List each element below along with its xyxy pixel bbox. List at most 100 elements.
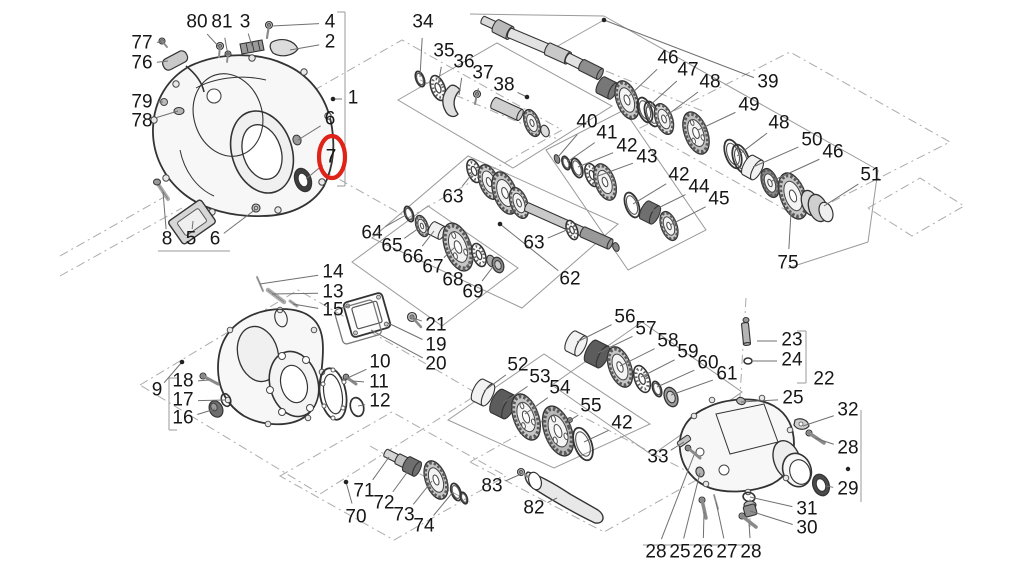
part-label-69[interactable]: 69 bbox=[462, 281, 484, 303]
part-label-73[interactable]: 73 bbox=[393, 504, 415, 526]
part-label-71[interactable]: 71 bbox=[353, 480, 375, 502]
part-label-36[interactable]: 36 bbox=[453, 51, 475, 73]
part-label-48[interactable]: 48 bbox=[768, 112, 790, 134]
part-label-13[interactable]: 13 bbox=[322, 281, 344, 303]
part-label-7[interactable]: 7 bbox=[325, 146, 337, 168]
part-label-50[interactable]: 50 bbox=[801, 129, 823, 151]
part-label-28[interactable]: 28 bbox=[645, 541, 667, 563]
part-label-74[interactable]: 74 bbox=[413, 515, 435, 537]
part-label-80[interactable]: 80 bbox=[186, 11, 208, 33]
part-label-1[interactable]: 1 bbox=[347, 87, 359, 109]
leader-line bbox=[259, 274, 319, 285]
part-label-34[interactable]: 34 bbox=[412, 11, 434, 33]
part-label-76[interactable]: 76 bbox=[131, 52, 153, 74]
part-label-28[interactable]: 28 bbox=[740, 541, 762, 563]
part-label-63[interactable]: 63 bbox=[523, 232, 545, 254]
part-label-66[interactable]: 66 bbox=[402, 246, 424, 268]
part-label-33[interactable]: 33 bbox=[647, 446, 669, 468]
leader-line bbox=[568, 414, 579, 422]
part-label-37[interactable]: 37 bbox=[472, 62, 494, 84]
part-label-30[interactable]: 30 bbox=[796, 517, 818, 539]
part-label-55[interactable]: 55 bbox=[580, 395, 602, 417]
part-label-42[interactable]: 42 bbox=[668, 164, 690, 186]
part-label-43[interactable]: 43 bbox=[636, 146, 658, 168]
part-label-41[interactable]: 41 bbox=[596, 122, 618, 144]
part-label-58[interactable]: 58 bbox=[657, 330, 679, 352]
part-label-25[interactable]: 25 bbox=[782, 387, 804, 409]
part-label-25[interactable]: 25 bbox=[669, 541, 691, 563]
part-label-12[interactable]: 12 bbox=[369, 390, 391, 412]
part-label-83[interactable]: 83 bbox=[481, 475, 503, 497]
part-label-29[interactable]: 29 bbox=[837, 478, 859, 500]
part-label-56[interactable]: 56 bbox=[614, 306, 636, 328]
part-label-67[interactable]: 67 bbox=[422, 256, 444, 278]
part-label-81[interactable]: 81 bbox=[211, 11, 233, 33]
part-label-31[interactable]: 31 bbox=[796, 498, 818, 520]
part-label-48[interactable]: 48 bbox=[699, 71, 721, 93]
part-label-52[interactable]: 52 bbox=[507, 354, 529, 376]
part-label-72[interactable]: 72 bbox=[373, 492, 395, 514]
part-label-38[interactable]: 38 bbox=[493, 74, 515, 96]
part-label-17[interactable]: 17 bbox=[172, 389, 194, 411]
part-label-24[interactable]: 24 bbox=[781, 349, 803, 371]
part-label-82[interactable]: 82 bbox=[523, 497, 545, 519]
part-label-62[interactable]: 62 bbox=[559, 268, 581, 290]
part-label-2[interactable]: 2 bbox=[324, 31, 336, 53]
part-label-9[interactable]: 9 bbox=[151, 379, 163, 401]
part-label-40[interactable]: 40 bbox=[576, 111, 598, 133]
part-label-57[interactable]: 57 bbox=[635, 318, 657, 340]
leader-line bbox=[823, 183, 859, 207]
part-label-46[interactable]: 46 bbox=[657, 47, 679, 69]
part-label-22[interactable]: 22 bbox=[813, 368, 835, 390]
part-label-61[interactable]: 61 bbox=[716, 363, 738, 385]
part-label-15[interactable]: 15 bbox=[322, 299, 344, 321]
part-label-70[interactable]: 70 bbox=[345, 506, 367, 528]
part-label-78[interactable]: 78 bbox=[131, 110, 153, 132]
part-label-6[interactable]: 6 bbox=[324, 108, 336, 130]
part-label-26[interactable]: 26 bbox=[692, 541, 714, 563]
part-label-49[interactable]: 49 bbox=[738, 94, 760, 116]
part-label-63[interactable]: 63 bbox=[442, 186, 464, 208]
part-label-45[interactable]: 45 bbox=[708, 188, 730, 210]
part-label-23[interactable]: 23 bbox=[781, 329, 803, 351]
part-label-46[interactable]: 46 bbox=[822, 141, 844, 163]
part-label-59[interactable]: 59 bbox=[677, 341, 699, 363]
part-label-35[interactable]: 35 bbox=[433, 40, 455, 62]
part-label-42[interactable]: 42 bbox=[616, 135, 638, 157]
part-label-79[interactable]: 79 bbox=[131, 91, 153, 113]
part-label-47[interactable]: 47 bbox=[677, 59, 699, 81]
fifth-gear-a-drawing bbox=[470, 378, 594, 462]
part-label-60[interactable]: 60 bbox=[697, 352, 719, 374]
part-label-44[interactable]: 44 bbox=[688, 176, 710, 198]
part-label-68[interactable]: 68 bbox=[442, 269, 464, 291]
part-label-28[interactable]: 28 bbox=[837, 437, 859, 459]
leader-line bbox=[372, 456, 390, 481]
part-label-19[interactable]: 19 bbox=[425, 334, 447, 356]
part-label-5[interactable]: 5 bbox=[185, 228, 197, 250]
part-label-75[interactable]: 75 bbox=[777, 252, 799, 274]
part-label-54[interactable]: 54 bbox=[549, 377, 571, 399]
part-label-42[interactable]: 42 bbox=[611, 412, 633, 434]
part-label-27[interactable]: 27 bbox=[716, 541, 738, 563]
part-label-20[interactable]: 20 bbox=[425, 353, 447, 375]
part-label-10[interactable]: 10 bbox=[369, 351, 391, 373]
part-label-16[interactable]: 16 bbox=[172, 407, 194, 429]
leader-line bbox=[646, 80, 678, 109]
part-label-53[interactable]: 53 bbox=[529, 366, 551, 388]
part-label-14[interactable]: 14 bbox=[322, 261, 344, 283]
part-label-8[interactable]: 8 bbox=[161, 228, 173, 250]
leader-line bbox=[412, 480, 433, 505]
part-label-65[interactable]: 65 bbox=[381, 235, 403, 257]
part-label-39[interactable]: 39 bbox=[757, 71, 779, 93]
part-label-6[interactable]: 6 bbox=[209, 228, 221, 250]
part-label-4[interactable]: 4 bbox=[324, 11, 336, 33]
part-label-3[interactable]: 3 bbox=[239, 11, 251, 33]
part-label-77[interactable]: 77 bbox=[131, 32, 153, 54]
part-label-32[interactable]: 32 bbox=[837, 399, 859, 421]
part-label-11[interactable]: 11 bbox=[369, 371, 389, 393]
part-label-21[interactable]: 21 bbox=[425, 314, 447, 336]
part-label-64[interactable]: 64 bbox=[361, 222, 383, 244]
leader-line bbox=[771, 158, 820, 182]
part-label-18[interactable]: 18 bbox=[172, 370, 194, 392]
part-label-51[interactable]: 51 bbox=[860, 164, 882, 186]
